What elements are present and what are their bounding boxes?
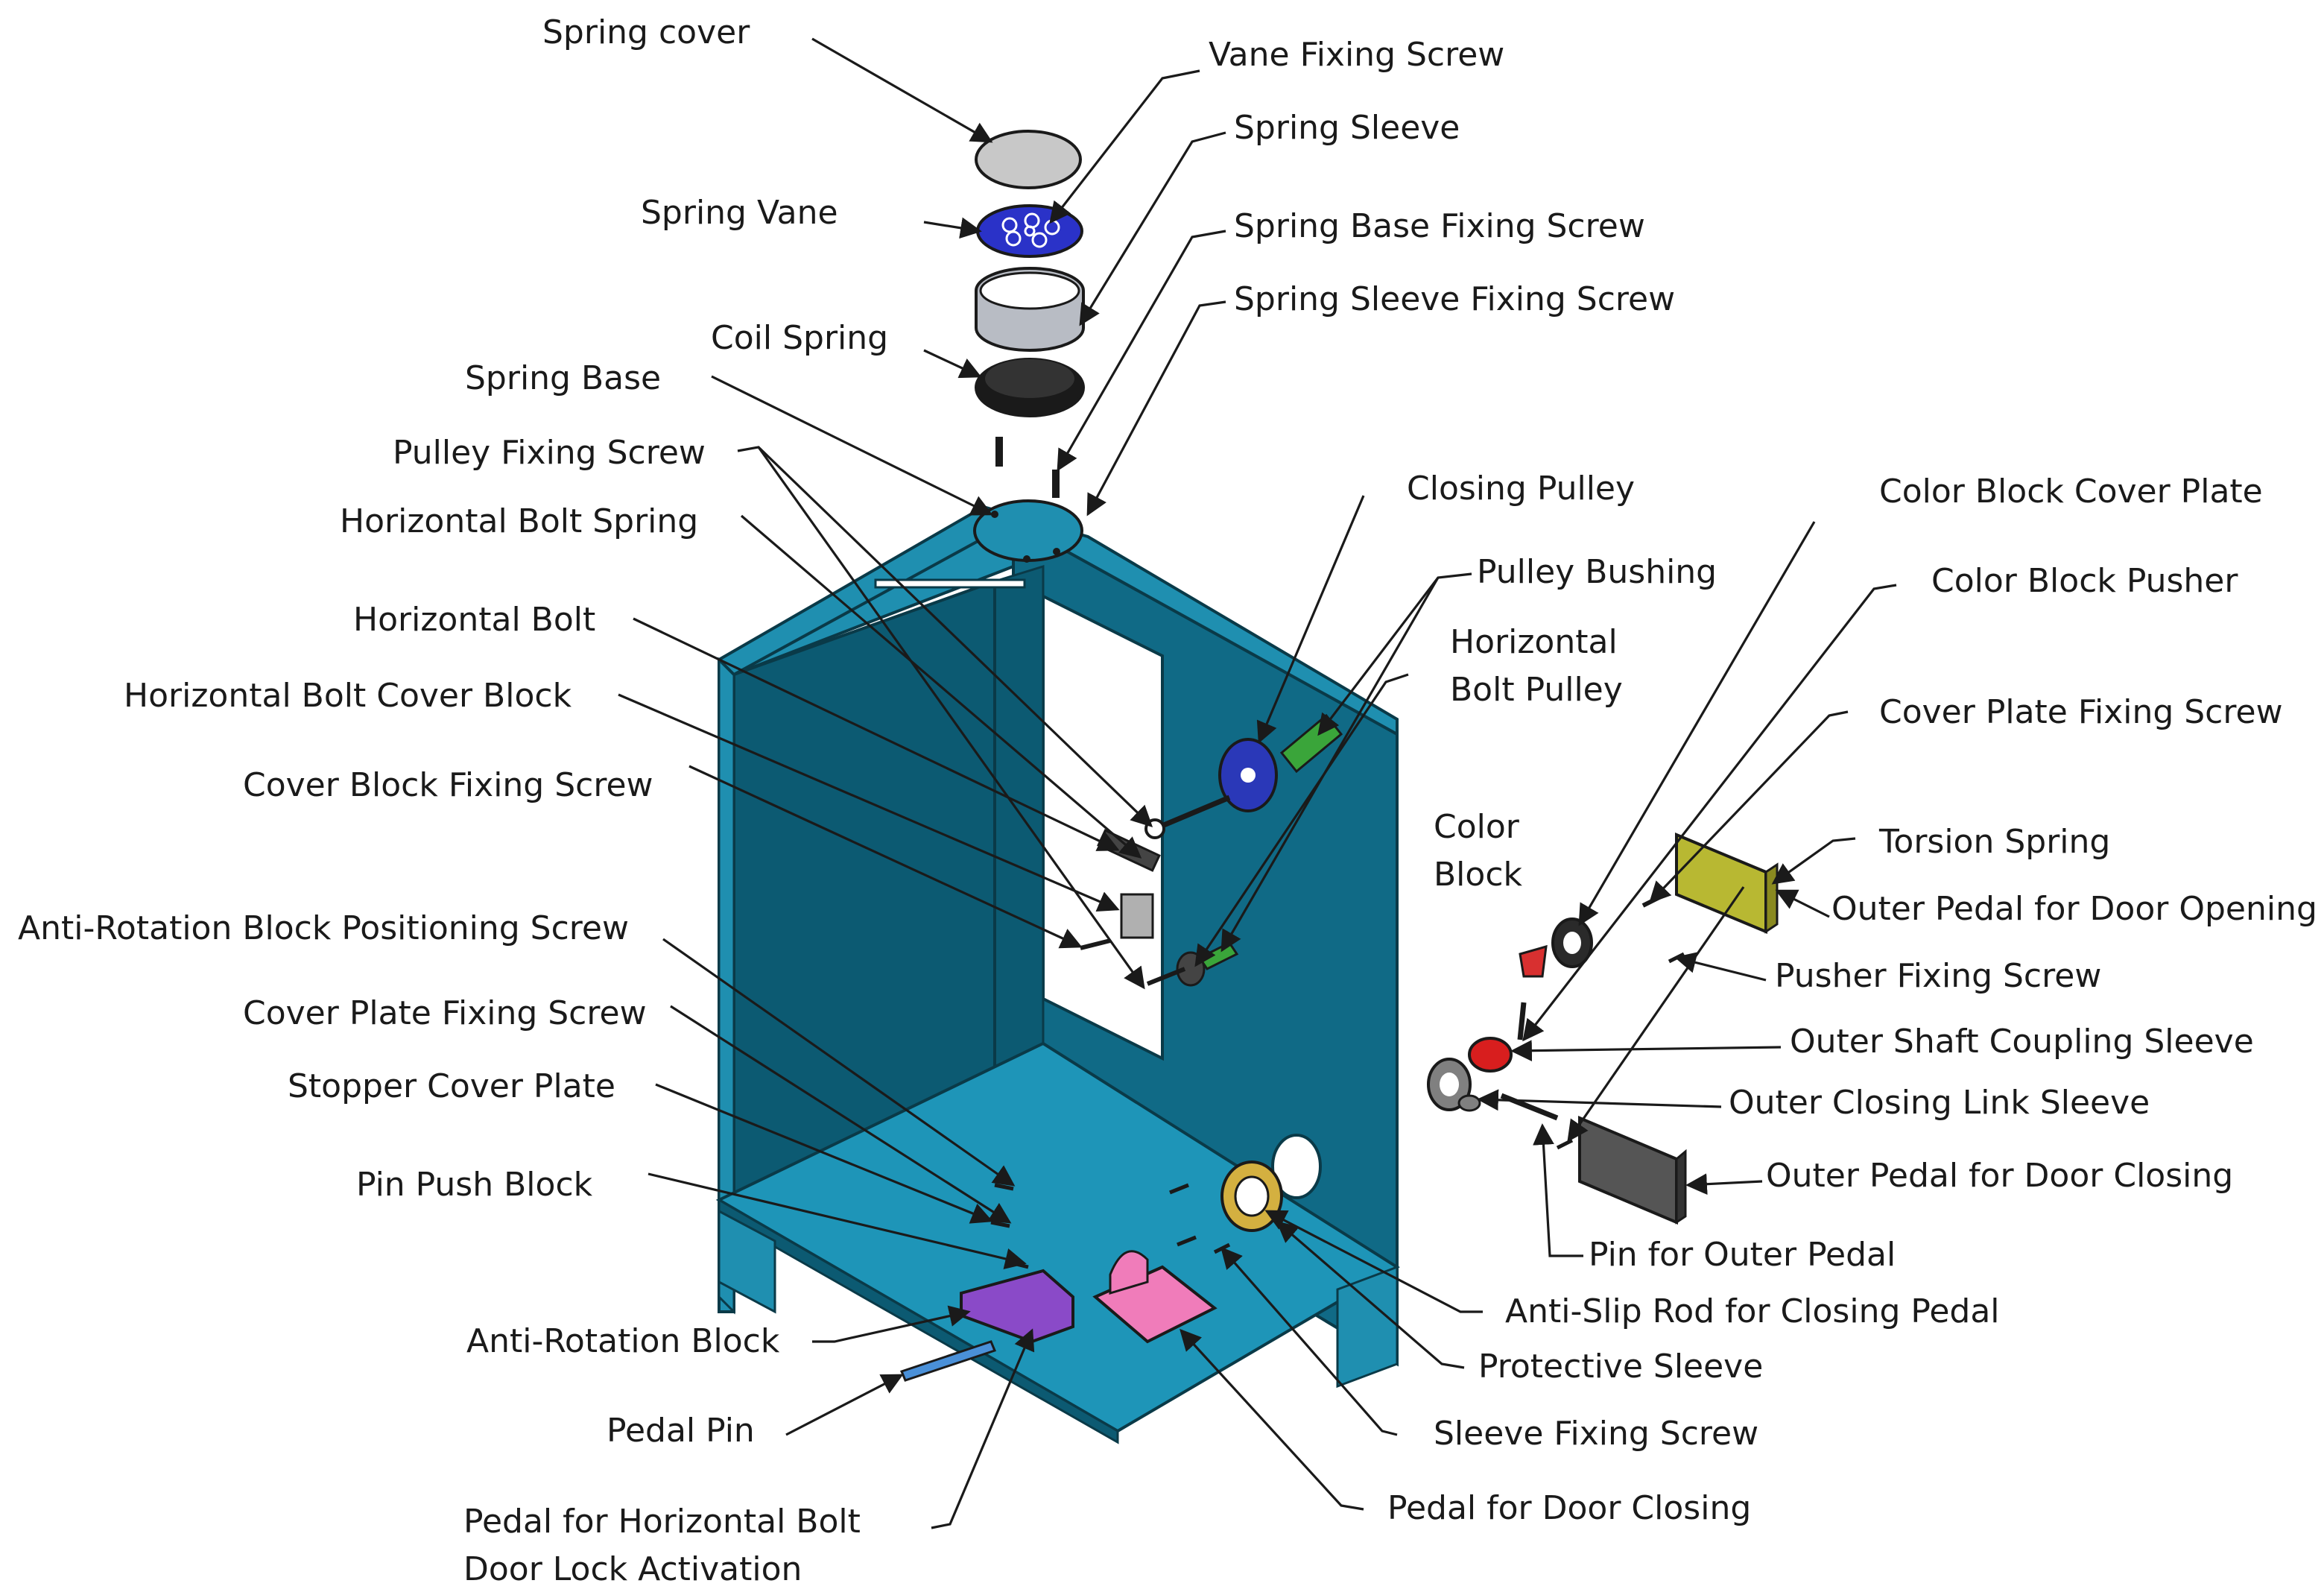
spring-base-screw (995, 437, 1003, 467)
spring-sleeve-inner (979, 271, 1080, 310)
cabinet-right-leg (1336, 1265, 1399, 1389)
label-pulley-bushing: Pulley Bushing (1477, 553, 1717, 591)
label-cover-block-fixing-screw: Cover Block Fixing Screw (243, 766, 653, 804)
outer-pedal-door-opening-part (1675, 833, 1767, 934)
outer-shaft-coupling-sleeve-part (1468, 1037, 1513, 1073)
label-anti-rotation-block: Anti-Rotation Block (466, 1322, 780, 1360)
label-protective-sleeve: Protective Sleeve (1478, 1348, 1764, 1386)
outer-pedal-door-closing-part (1578, 1115, 1678, 1225)
label-spring-sleeve: Spring Sleeve (1234, 109, 1460, 147)
leader-anti-slip-rod (1264, 1210, 1483, 1313)
leader-color-block-pusher (1522, 584, 1897, 1042)
leader-spring-base (711, 375, 993, 516)
label-sleeve-fixing-screw: Sleeve Fixing Screw (1434, 1415, 1759, 1453)
label-color-block-cover-plate: Color Block Cover Plate (1879, 473, 2263, 511)
spring-cover-part (975, 130, 1082, 189)
label-pin-for-outer-pedal: Pin for Outer Pedal (1589, 1236, 1896, 1274)
label-outer-closing-link-sleeve: Outer Closing Link Sleeve (1729, 1084, 2150, 1122)
label-closing-pulley: Closing Pulley (1407, 470, 1636, 508)
leader-spring-cover (811, 37, 993, 143)
spring-sleeve-screw (1052, 470, 1060, 498)
label-spring-sleeve-fixing-screw: Spring Sleeve Fixing Screw (1234, 280, 1676, 318)
label-outer-pedal-door-opening: Outer Pedal for Door Opening (1831, 890, 2317, 928)
leader-pulley-fixing-screw-2 (757, 446, 1145, 990)
leader-pin-for-outer-pedal-2 (1567, 886, 1745, 1143)
leader-horizontal-bolt-spring (740, 514, 1142, 859)
label-pin-push-block: Pin Push Block (356, 1166, 593, 1204)
floor-hole (1271, 1134, 1322, 1199)
leader-sleeve-fixing-screw (1220, 1246, 1398, 1436)
leader-protective-sleeve (1276, 1221, 1465, 1369)
leader-vane-fixing-screw (1049, 69, 1200, 224)
cabinet-door-opening (1042, 593, 1164, 1061)
color-block-part (1519, 944, 1548, 978)
label-anti-rotation-block-positioning-screw: Anti-Rotation Block Positioning Screw (18, 909, 629, 947)
label-pulley-fixing-screw: Pulley Fixing Screw (393, 434, 706, 472)
leader-anti-rotation-block-positioning-screw (662, 938, 1016, 1187)
leader-outer-shaft-coupling-sleeve (1510, 1040, 1782, 1062)
leader-cover-plate-fixing-screw-left (670, 1005, 1012, 1224)
cabinet (715, 505, 1400, 1444)
leader-outer-closing-link-sleeve (1477, 1089, 1722, 1111)
leader-cover-block-fixing-screw (688, 765, 1083, 949)
leader-color-block-cover-plate (1578, 521, 1816, 926)
leader-closing-pulley (1256, 495, 1365, 744)
leader-torsion-spring (1771, 837, 1856, 885)
horizontal-bolt-cover-block-part (1120, 893, 1154, 939)
spring-base-part (973, 499, 1083, 562)
label-color-block: Color Block (1434, 808, 1523, 894)
label-spring-base-fixing-screw: Spring Base Fixing Screw (1234, 207, 1645, 245)
label-pusher-fixing-screw: Pusher Fixing Screw (1775, 957, 2102, 995)
leader-stopper-cover-plate (655, 1083, 993, 1224)
label-color-block-pusher: Color Block Pusher (1931, 562, 2238, 600)
leader-pin-for-outer-pedal (1533, 1123, 1583, 1257)
leader-spring-base-fixing-screw (1057, 230, 1226, 472)
label-horizontal-bolt-pulley: Horizontal Bolt Pulley (1450, 623, 1623, 709)
label-pedal-horizontal-bolt: Pedal for Horizontal Bolt Door Lock Acti… (463, 1503, 861, 1588)
leader-coil-spring (923, 349, 982, 379)
label-horizontal-bolt-cover-block: Horizontal Bolt Cover Block (124, 677, 572, 715)
label-anti-slip-rod: Anti-Slip Rod for Closing Pedal (1505, 1292, 2000, 1330)
label-torsion-spring: Torsion Spring (1879, 823, 2111, 861)
leader-pin-push-block (648, 1172, 1027, 1270)
leader-horizontal-bolt (633, 617, 1120, 851)
coil-spring-inner (985, 359, 1074, 398)
label-horizontal-bolt-spring: Horizontal Bolt Spring (340, 502, 699, 540)
leader-spring-sleeve-fixing-screw (1086, 300, 1226, 517)
cabinet-top-bar (874, 578, 1026, 589)
label-outer-shaft-coupling-sleeve: Outer Shaft Coupling Sleeve (1790, 1023, 2254, 1061)
pedal-pin-part (899, 1340, 997, 1382)
leader-horizontal-bolt-cover-block (618, 693, 1120, 912)
label-spring-vane: Spring Vane (641, 194, 838, 232)
label-cover-plate-fixing-screw-left: Cover Plate Fixing Screw (243, 994, 647, 1032)
leader-pedal-pin (785, 1374, 904, 1436)
label-horizontal-bolt: Horizontal Bolt (353, 601, 596, 639)
leader-lines (618, 37, 1897, 1529)
leader-spring-vane (923, 217, 982, 239)
spring-assembly (973, 130, 1085, 563)
leader-pusher-fixing-screw (1674, 952, 1767, 982)
label-pedal-door-closing: Pedal for Door Closing (1387, 1489, 1752, 1527)
label-outer-pedal-door-closing: Outer Pedal for Door Closing (1766, 1157, 2234, 1195)
leader-pedal-door-closing (1180, 1328, 1364, 1511)
leader-outer-pedal-door-closing (1685, 1173, 1763, 1196)
leader-horizontal-bolt-pulley (1194, 673, 1409, 967)
label-spring-cover: Spring cover (542, 13, 750, 51)
label-vane-fixing-screw: Vane Fixing Screw (1209, 36, 1505, 74)
leader-pedal-horizontal-bolt (931, 1328, 1035, 1529)
leader-anti-rotation-block (812, 1305, 971, 1343)
label-pedal-pin: Pedal Pin (607, 1412, 755, 1450)
cabinet-left-leg (718, 1209, 776, 1314)
label-spring-base: Spring Base (465, 359, 662, 397)
label-cover-plate-fixing-screw-right: Cover Plate Fixing Screw (1879, 693, 2283, 731)
cabinet-middle-post (993, 564, 1045, 1098)
leader-outer-pedal-door-opening (1775, 889, 1830, 918)
leader-spring-sleeve (1079, 131, 1226, 326)
label-coil-spring: Coil Spring (711, 319, 889, 357)
leader-cover-plate-fixing-screw-right (1649, 710, 1849, 904)
label-stopper-cover-plate: Stopper Cover Plate (288, 1067, 615, 1105)
